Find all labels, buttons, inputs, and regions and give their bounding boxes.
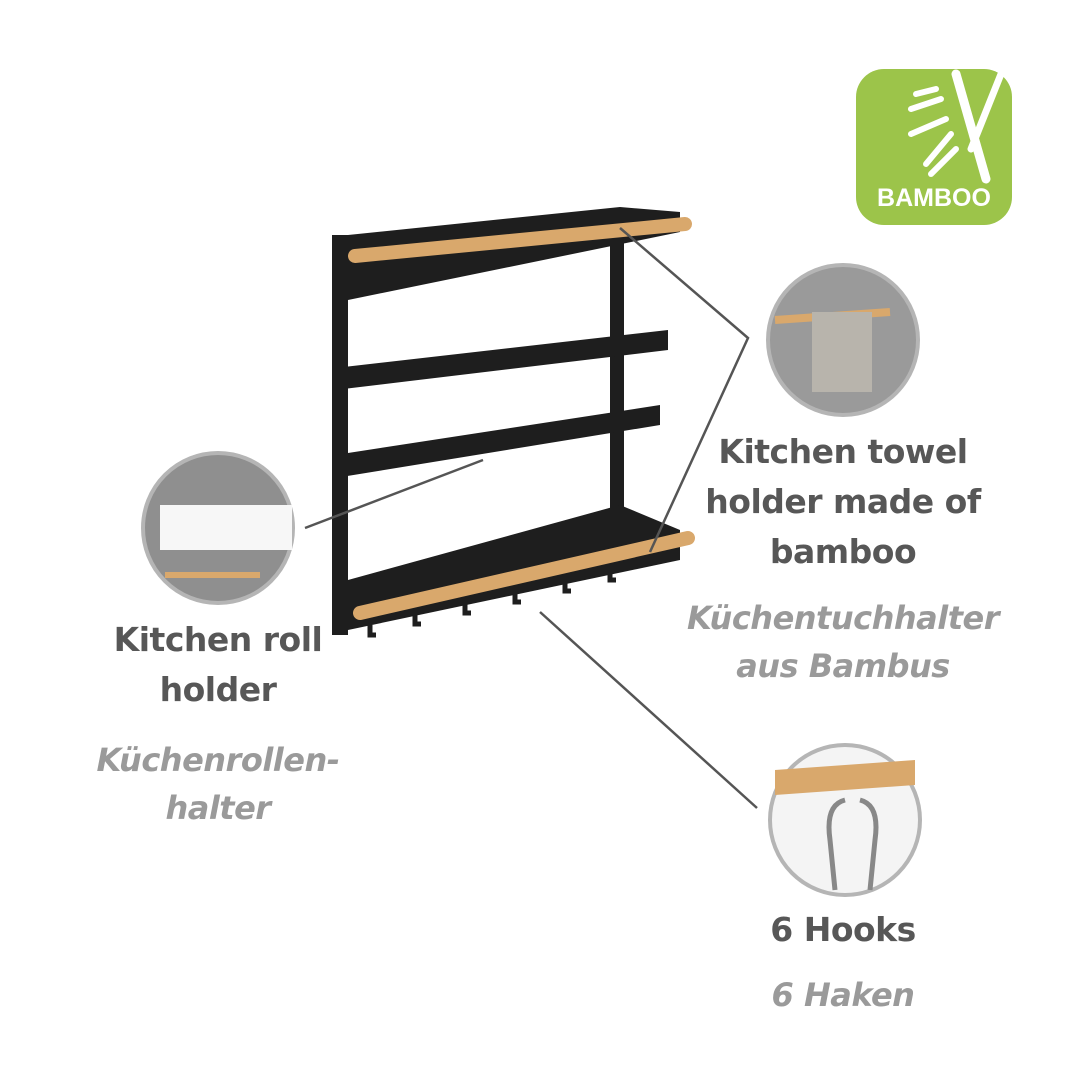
- feature-hooks-de: 6 Haken: [693, 971, 993, 1019]
- text-line: holder: [159, 670, 277, 709]
- bamboo-icon: [908, 69, 1005, 184]
- text-line: Küchentuchhalter: [686, 599, 1000, 637]
- feature-kitchen-roll-title: Kitchen roll holder: [68, 615, 368, 715]
- detail-hook: [768, 743, 922, 897]
- feature-kitchen-roll-de: Küchenrollen- halter: [68, 736, 368, 832]
- detail-towel-holder: [766, 263, 920, 417]
- leader-lines: [304, 227, 758, 809]
- text-line: bamboo: [769, 532, 917, 571]
- detail-kitchen-roll: [141, 451, 295, 605]
- bamboo-badge: BAMBOO: [856, 69, 1012, 225]
- text-line: Kitchen roll: [113, 620, 323, 659]
- rack: [332, 207, 680, 635]
- text-line: Kitchen towel: [718, 432, 968, 471]
- text-line: Küchenrollen-: [96, 741, 340, 779]
- text-line: aus Bambus: [736, 647, 950, 685]
- text-line: 6 Hooks: [770, 910, 916, 949]
- feature-towel-holder-title: Kitchen towel holder made of bamboo: [683, 427, 1003, 577]
- text-line: 6 Haken: [771, 976, 915, 1014]
- hooks: [367, 570, 616, 638]
- feature-towel-holder-de: Küchentuchhalter aus Bambus: [663, 594, 1023, 690]
- text-line: halter: [165, 789, 271, 827]
- text-line: holder made of: [705, 482, 981, 521]
- badge-label: BAMBOO: [877, 184, 991, 212]
- bamboo-rods: [348, 217, 695, 620]
- feature-hooks-title: 6 Hooks: [693, 905, 993, 955]
